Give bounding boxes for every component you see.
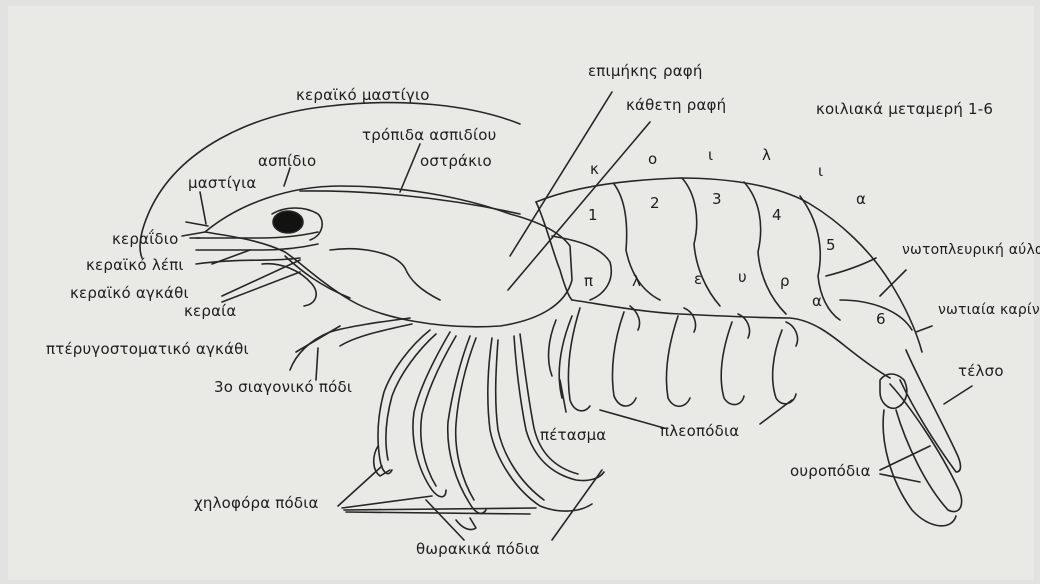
label-chelate-legs: χηλοφόρα πόδια [194,494,319,512]
leader-antennal-scale [212,250,250,264]
label-abdominal-segments: κοιλιακά μεταμερή 1-6 [816,100,993,118]
leader-chelate-3 [344,508,536,510]
label-vertical-suture: κάθετη ραφή [626,96,726,114]
pleuron-letter-1: π [584,272,593,290]
leader-pleopods-2 [760,400,792,424]
tergum-letter-6: α [856,190,866,208]
label-dorsal-carina: νωτιαία καρίνα [938,302,1040,318]
leader-antennal-spine [222,260,300,296]
carapace-carina [300,191,520,214]
leader-pleopods [600,410,664,428]
leader-dorsal-carina [916,326,932,332]
segment-number-4: 4 [772,206,782,224]
leg-4b [496,340,544,500]
pleuron-letter-2: λ [632,272,641,290]
pleuron-letter-4: υ [738,268,747,286]
pleuron-letter-6: α [812,292,822,310]
label-flagella: μαστίγια [188,174,257,192]
petasma-shape [549,320,556,376]
tergum-letter-4: λ [762,146,771,164]
eye [273,211,303,233]
pleopod-4 [721,322,744,405]
label-antenna-flagellum: κεραϊκό μαστίγιο [296,86,430,104]
pleopod-5 [773,330,796,404]
segment-number-5: 5 [826,236,836,254]
leader-chelate-1 [338,466,382,506]
segment-6 [826,258,876,276]
leader-vertical-suture [508,122,650,290]
label-longitudinal-suture: επιμήκης ραφή [588,62,703,80]
leg-4 [488,338,592,511]
segment-number-2: 2 [650,194,660,212]
tergum-letter-2: ο [648,150,657,168]
label-thoracic-legs: θωρακικά πόδια [416,540,540,558]
label-uropods: ουροπόδια [790,462,871,480]
antennal-scale-line [196,244,318,250]
uropod-base [880,374,907,408]
leg-1b [386,334,436,460]
leg-5 [514,336,604,481]
tergum-letter-5: ι [818,162,823,180]
label-dorsopleural-groove: νωτοπλευρική αύλακα [902,242,1040,258]
leader-telson [944,386,972,404]
leader-uropod-2 [880,474,920,482]
pleopod-1 [568,308,590,411]
label-carapace-carina: τρόπιδα ασπιδίου [362,126,496,144]
label-petasma: πέτασμα [540,426,606,444]
leader-thoracic-1 [426,500,464,540]
leader-antenna [222,272,300,302]
telson-shape [900,350,961,472]
leader-carapace [284,168,290,186]
pleopod-3b [684,308,696,332]
label-antenna: κεραία [184,302,237,320]
label-antennule: κεραΐδιο [112,230,178,248]
leader-flagella [200,192,206,224]
chela-2 [456,518,476,530]
label-pterygostomian-spine: πτέρυγοστοματικό αγκάθι [46,340,249,358]
label-carapace: ασπίδιο [258,152,316,170]
label-third-maxilliped: 3ο σιαγονικό πόδι [214,378,352,396]
label-pleopods: πλεοπόδια [660,422,739,440]
segment-1-pleuron [552,236,611,300]
pleopod-3 [666,316,690,406]
pleopod-5b [786,322,798,346]
label-telson: τέλσο [958,362,1004,380]
tergum-letter-1: κ [590,160,599,178]
label-shell: οστράκιο [420,152,492,170]
tergum-letter-3: ι [708,146,713,164]
pleuron-letter-3: ε [694,270,702,288]
leg-3b [456,338,476,500]
antennal-spine-line [196,258,300,264]
leader-carapace-carina [400,144,420,192]
segment-number-6: 6 [876,310,886,328]
pleuron-letter-5: ρ [780,272,790,290]
segment-number-3: 3 [712,190,722,208]
rostrum [182,222,208,236]
leader-maxilliped [316,348,318,380]
segment-number-1: 1 [588,206,598,224]
leader-chelate-2 [342,496,432,508]
pleopod-2 [612,312,636,406]
leg-2b [421,336,456,486]
abdomen-ventral [572,300,890,378]
label-antennal-spine: κεραϊκό αγκάθι [70,284,189,302]
label-antennal-scale: κεραϊκό λέπι [86,256,184,274]
segment-4 [744,182,786,314]
carapace-groove [330,249,440,300]
